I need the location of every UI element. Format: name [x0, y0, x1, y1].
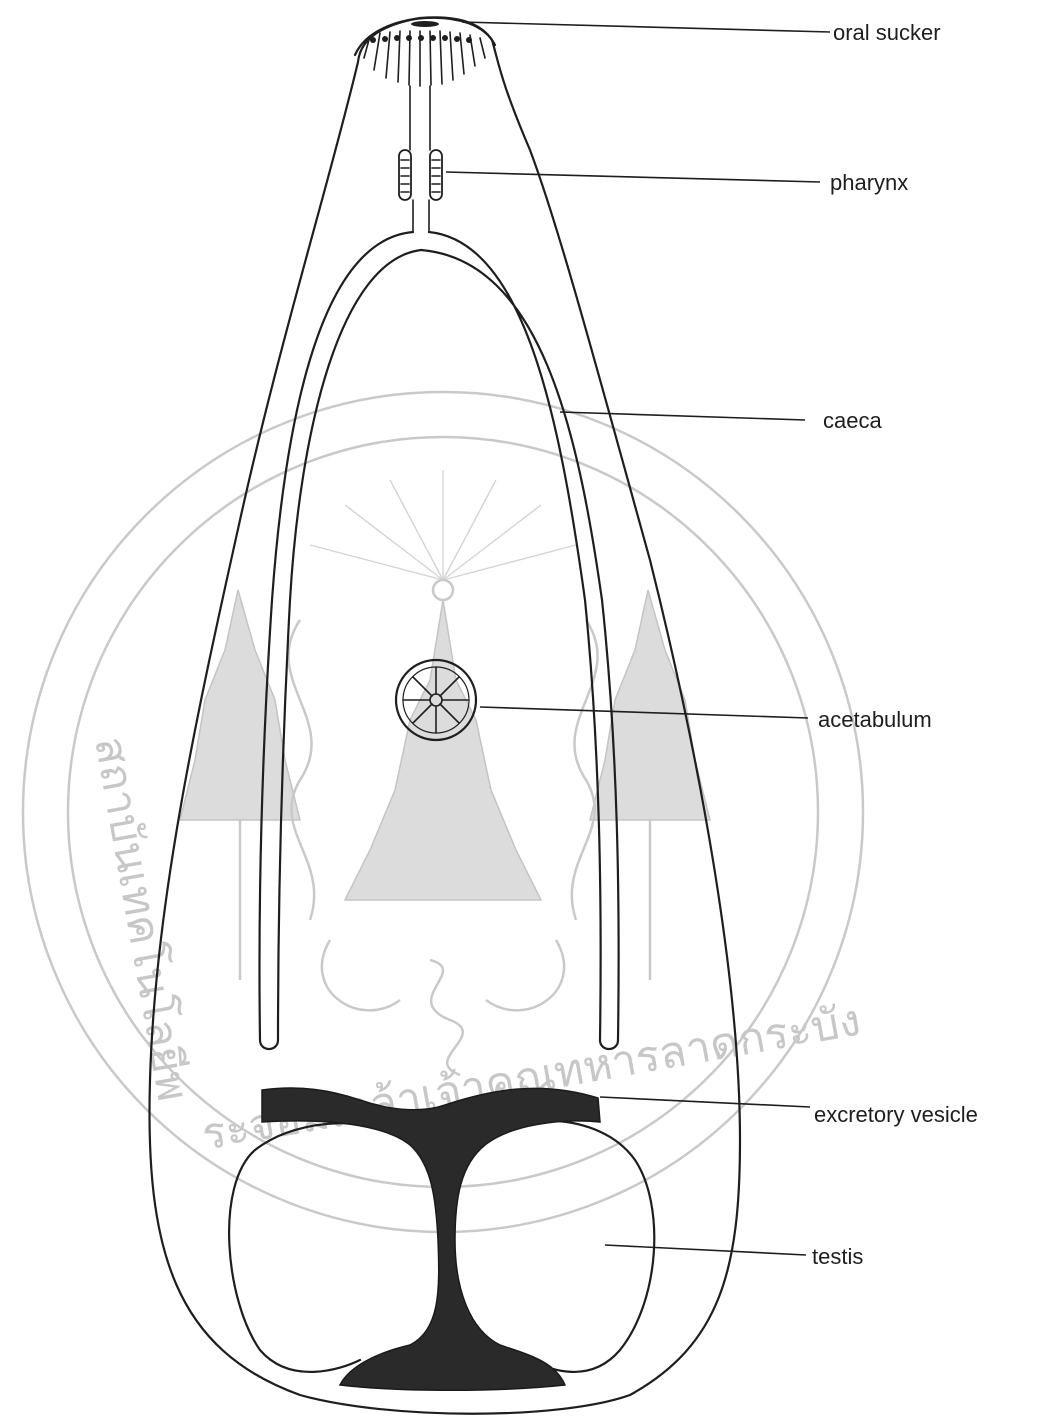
pharynx: [399, 150, 442, 200]
label-excretory-vesicle: excretory vesicle: [814, 1102, 978, 1127]
label-caeca: caeca: [823, 408, 882, 433]
watermark-text-bottom: ระจอมเกล้าเจ้าคุณทหารลาดกระบัง: [198, 995, 864, 1162]
leader-excretory-vesicle: [600, 1097, 810, 1107]
label-acetabulum: acetabulum: [818, 707, 932, 732]
label-oral-sucker: oral sucker: [833, 20, 941, 45]
labels: oral sucker pharynx caeca acetabulum exc…: [812, 20, 978, 1269]
watermark-text-left: สถาบันเทคโนโลยีพ: [84, 733, 198, 1105]
leader-pharynx: [446, 172, 820, 182]
esophagus: [410, 86, 430, 232]
leader-caeca: [560, 412, 805, 420]
leader-testis: [605, 1245, 806, 1255]
label-pharynx: pharynx: [830, 170, 908, 195]
label-testis: testis: [812, 1244, 863, 1269]
leader-oral-sucker: [462, 22, 830, 32]
oral-sucker: [355, 18, 495, 86]
